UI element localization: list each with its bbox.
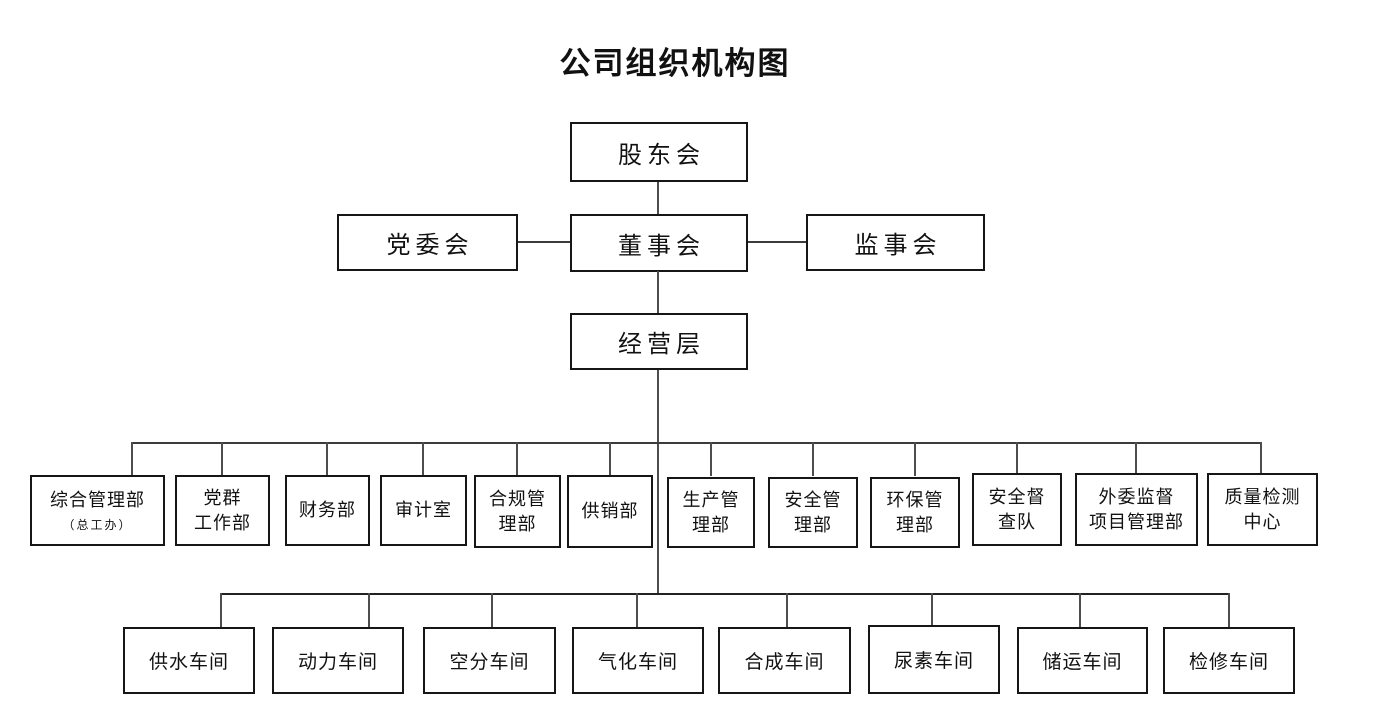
connector-drop-workshop (368, 593, 370, 627)
node-label: 董事会 (618, 233, 705, 260)
node-label: 理部 (692, 514, 730, 535)
node-label: 理部 (794, 514, 832, 535)
connector-drop-dept (914, 442, 916, 476)
node-label: 审计室 (395, 500, 452, 521)
connector-drop-dept (1260, 442, 1262, 476)
node-board-of-directors: 董事会 (570, 214, 748, 272)
dept-node-outsourced-supervision-project: 外委监督 项目管理部 (1075, 473, 1198, 546)
dept-node-supply-sales: 供销部 (567, 475, 653, 548)
node-label: 安全管 (784, 490, 842, 511)
node-label: 安全督 (988, 487, 1046, 508)
node-label: 查队 (998, 511, 1036, 532)
page-title: 公司组织机构图 (559, 46, 791, 81)
node-sublabel: （总工办） (62, 517, 133, 532)
connector-drop-dept (1016, 442, 1018, 476)
dept-node-environmental-management: 环保管 理部 (870, 477, 960, 548)
dept-node-party-mass-work: 党群 工作部 (175, 475, 270, 546)
node-label: 理部 (896, 514, 934, 535)
workshop-node-maintenance: 检修车间 (1163, 627, 1295, 694)
connector-drop-dept (1135, 442, 1137, 476)
connector-drop-dept (422, 442, 424, 476)
workshop-node-air-separation: 空分车间 (423, 627, 556, 694)
node-label: 党群 (203, 488, 242, 509)
connector-workshop-rail (220, 593, 1230, 595)
node-label: 供水车间 (148, 652, 229, 673)
connector-drop-workshop (220, 593, 222, 627)
node-label: 合成车间 (744, 652, 825, 673)
node-label: 供销部 (581, 501, 639, 522)
node-label: 尿素车间 (893, 651, 974, 672)
node-label: 工作部 (194, 512, 251, 533)
node-label: 中心 (1243, 511, 1282, 532)
connector-department-rail (131, 442, 1262, 444)
node-label: 股东会 (618, 142, 705, 169)
connector-drop-dept (812, 442, 814, 476)
node-label: 储运车间 (1042, 652, 1123, 673)
connector-drop-dept (326, 442, 328, 476)
node-supervisory-board: 监事会 (806, 214, 985, 271)
node-management-level: 经营层 (570, 313, 748, 370)
workshop-node-water-supply: 供水车间 (123, 627, 255, 694)
node-label: 环保管 (886, 490, 944, 511)
node-label: 党委会 (386, 233, 474, 259)
workshop-node-storage-transport: 储运车间 (1017, 627, 1148, 694)
connector-drop-dept (516, 442, 518, 476)
connector-board-supervisory (748, 241, 806, 243)
dept-node-compliance: 合规管 理部 (474, 475, 561, 548)
connector-drop-workshop (636, 593, 638, 627)
connector-shareholders-board (657, 182, 659, 214)
node-label: 经营层 (618, 332, 705, 358)
node-label: 检修车间 (1188, 652, 1269, 673)
dept-node-comprehensive-management: 综合管理部 （总工办） (30, 475, 165, 546)
connector-drop-dept (609, 442, 611, 476)
node-label: 监事会 (854, 233, 942, 259)
connector-drop-workshop (786, 593, 788, 627)
connector-drop-dept (131, 442, 133, 476)
connector-board-management (657, 271, 659, 313)
node-label: 动力车间 (297, 652, 378, 673)
workshop-node-power: 动力车间 (272, 627, 404, 694)
dept-node-audit: 审计室 (380, 475, 467, 546)
connector-drop-workshop (1079, 593, 1081, 627)
dept-node-safety-management: 安全管 理部 (768, 477, 858, 548)
connector-party-board (518, 241, 570, 243)
workshop-node-gasification: 气化车间 (572, 627, 704, 694)
node-label: 质量检测 (1224, 487, 1301, 508)
dept-node-finance: 财务部 (285, 475, 370, 546)
node-label: 综合管理部 (50, 490, 145, 511)
node-label: 外委监督 (1098, 487, 1175, 508)
node-label: 气化车间 (597, 652, 678, 673)
node-label: 项目管理部 (1089, 511, 1184, 532)
dept-node-quality-inspection-center: 质量检测 中心 (1207, 473, 1318, 546)
node-label: 空分车间 (449, 652, 530, 673)
node-label: 财务部 (299, 500, 356, 521)
node-shareholders-meeting: 股东会 (570, 122, 748, 182)
connector-drop-workshop (1228, 593, 1230, 627)
dept-node-safety-supervision-team: 安全督 查队 (972, 473, 1062, 546)
connector-drop-dept (221, 442, 223, 476)
node-label: 合规管 (489, 489, 546, 510)
node-party-committee: 党委会 (337, 214, 518, 271)
connector-drop-workshop (931, 593, 933, 627)
node-label: 理部 (498, 513, 537, 534)
workshop-node-urea: 尿素车间 (868, 625, 1000, 694)
dept-node-production-management: 生产管 理部 (667, 477, 755, 548)
node-label: 生产管 (682, 490, 740, 511)
connector-management-trunk (657, 370, 659, 595)
connector-drop-dept (710, 442, 712, 476)
workshop-node-synthesis: 合成车间 (718, 627, 851, 694)
connector-drop-workshop (491, 593, 493, 627)
